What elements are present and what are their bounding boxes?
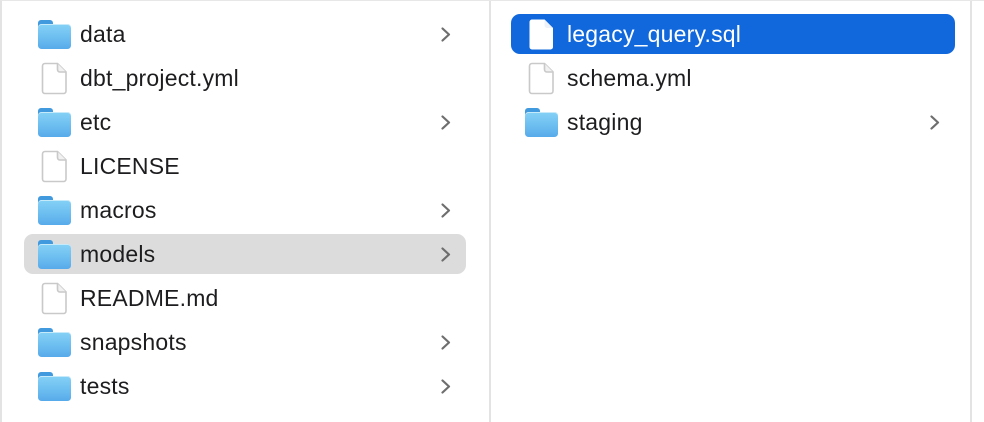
folder-row[interactable]: data — [24, 14, 466, 54]
item-icon-box — [524, 61, 558, 95]
item-label: legacy_query.sql — [567, 20, 742, 47]
item-icon-box — [37, 237, 71, 271]
file-row[interactable]: dbt_project.yml — [24, 58, 466, 98]
folder-icon — [37, 19, 71, 49]
item-icon-box — [37, 149, 71, 183]
chevron-right-icon — [439, 200, 452, 221]
list-item-row: snapshots — [2, 320, 489, 364]
list-item-row: tests — [2, 364, 489, 408]
list-item-row: legacy_query.sql — [491, 12, 970, 56]
folder-icon — [37, 327, 71, 357]
document-icon — [41, 282, 68, 315]
folder-row[interactable]: macros — [24, 190, 466, 230]
item-icon-box — [37, 369, 71, 403]
item-label: data — [80, 20, 126, 47]
item-label: snapshots — [80, 328, 187, 355]
list-item-row: models — [2, 232, 489, 276]
item-label: README.md — [80, 284, 219, 311]
folder-icon — [524, 107, 558, 137]
item-label: LICENSE — [80, 152, 180, 179]
item-icon-box — [37, 105, 71, 139]
folder-icon — [37, 239, 71, 269]
document-icon — [41, 150, 68, 183]
list-item-row: etc — [2, 100, 489, 144]
chevron-right-icon — [439, 112, 452, 133]
list-item-row: data — [2, 12, 489, 56]
item-label: dbt_project.yml — [80, 64, 239, 91]
folder-row[interactable]: etc — [24, 102, 466, 142]
folder-icon — [37, 371, 71, 401]
item-label: schema.yml — [567, 64, 692, 91]
folder-row[interactable]: snapshots — [24, 322, 466, 362]
list-item-row: macros — [2, 188, 489, 232]
document-icon — [528, 62, 555, 95]
item-icon-box — [37, 61, 71, 95]
item-icon-box — [37, 17, 71, 51]
document-icon — [528, 18, 555, 51]
chevron-right-icon — [439, 24, 452, 45]
chevron-right-icon — [439, 332, 452, 353]
file-row[interactable]: legacy_query.sql — [511, 14, 955, 54]
item-label: etc — [80, 108, 112, 135]
file-row[interactable]: LICENSE — [24, 146, 466, 186]
item-icon-box — [37, 193, 71, 227]
folder-row[interactable]: models — [24, 234, 466, 274]
item-icon-box — [524, 105, 558, 139]
file-row[interactable]: README.md — [24, 278, 466, 318]
folder-row[interactable]: tests — [24, 366, 466, 406]
item-icon-box — [37, 281, 71, 315]
folder-icon — [37, 195, 71, 225]
folder-row[interactable]: staging — [511, 102, 955, 142]
item-label: models — [80, 240, 156, 267]
chevron-right-icon — [439, 376, 452, 397]
list-item-row: schema.yml — [491, 56, 970, 100]
list-item-row: README.md — [2, 276, 489, 320]
item-label: tests — [80, 372, 130, 399]
item-label: staging — [567, 108, 643, 135]
item-icon-box — [524, 17, 558, 51]
list-item-row: staging — [491, 100, 970, 144]
finder-column-preview-sliver — [972, 1, 984, 422]
folder-icon — [37, 107, 71, 137]
list-item-row: dbt_project.yml — [2, 56, 489, 100]
chevron-right-icon — [439, 244, 452, 265]
file-row[interactable]: schema.yml — [511, 58, 955, 98]
finder-column-parent: data dbt_project.yml etc — [2, 1, 491, 422]
item-icon-box — [37, 325, 71, 359]
list-item-row: LICENSE — [2, 144, 489, 188]
document-icon — [41, 62, 68, 95]
chevron-right-icon — [928, 112, 941, 133]
finder-column-contents: legacy_query.sql schema.yml staging — [491, 1, 972, 422]
item-label: macros — [80, 196, 157, 223]
